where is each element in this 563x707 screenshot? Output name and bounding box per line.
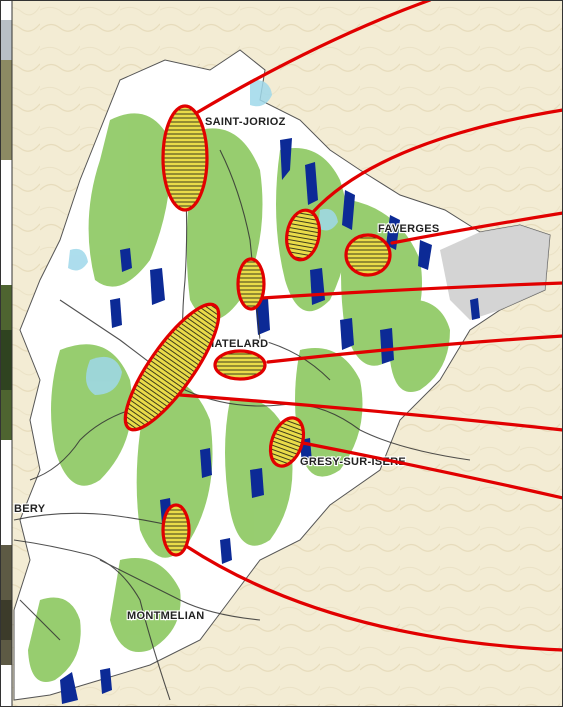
relief-shading [440, 225, 550, 320]
callout-line-7 [296, 440, 563, 500]
label-montmelian: MONTMELIAN [127, 610, 205, 622]
label-saint-jorioz: SAINT-JORIOZ [205, 116, 286, 128]
callout-line-3 [390, 211, 563, 245]
callout-line-2 [311, 108, 563, 214]
callout-line-5 [266, 334, 563, 364]
callout-line-4 [260, 281, 563, 300]
light-water-layer [68, 79, 338, 395]
highlight-zone-gresy [268, 416, 306, 468]
callout-lines [178, 0, 563, 652]
highlight-zones [123, 104, 392, 557]
highlight-zone-montmelian [161, 503, 191, 557]
highlight-zone-faverges [344, 233, 392, 277]
label-faverges: FAVERGES [378, 223, 440, 235]
photo-strip [0, 0, 13, 707]
callout-line-1 [196, 0, 432, 114]
highlight-zone-north-chatelard [236, 257, 266, 311]
dark-water-layer [60, 128, 480, 704]
callout-line-6 [178, 393, 563, 432]
highlight-zone-le-chatelard [213, 349, 267, 381]
highlight-zone-west-ridge [123, 302, 221, 432]
callout-line-8 [184, 544, 563, 652]
highlight-zone-upper-valley [285, 208, 321, 262]
highlight-zone-saint-jorioz [161, 104, 209, 212]
label-chambery: BERY [14, 503, 46, 515]
